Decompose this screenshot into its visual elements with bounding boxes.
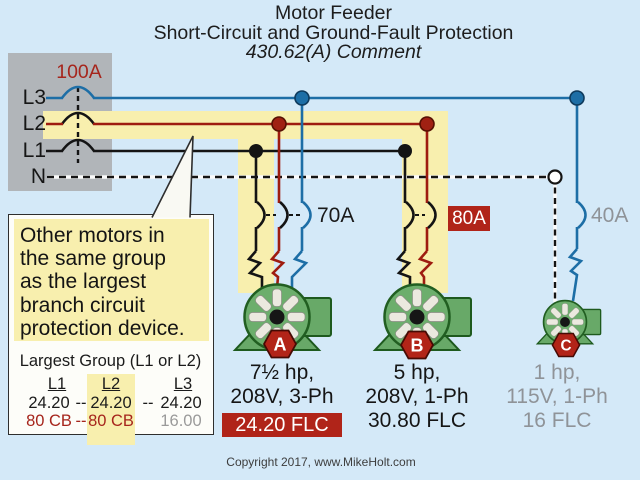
bus-label-l3: L3 (22, 86, 46, 109)
table-header-l1: L1 (47, 375, 67, 393)
motor-c-badge-label: C (560, 338, 571, 355)
tap-dot-l3-a (294, 90, 310, 106)
motor-a-icon (233, 283, 333, 352)
callout-line-1: Other motors in (20, 224, 165, 247)
branch-c-breaker-rating: 40A (591, 204, 629, 227)
motor-b-spec: 5 hp, 208V, 1-Ph 30.80 FLC (342, 361, 492, 433)
title-line-2: Short-Circuit and Ground-Fault Protectio… (153, 21, 514, 44)
highlight-branch-a (238, 139, 274, 293)
title-block: Motor Feeder Short-Circuit and Ground-Fa… (27, 2, 640, 63)
motor-c-icon (536, 299, 602, 345)
callout-line-3: as the largest (20, 270, 147, 294)
table-title: Largest Group (L1 or L2) (19, 352, 202, 370)
motor-a-flc: 24.20 FLC (222, 413, 342, 437)
table-r1-l1: 24.20 (28, 394, 70, 412)
callout-line-4: branch circuit (20, 293, 145, 317)
table-r1-l2: 24.20 (90, 394, 132, 412)
title-line-3: 430.62(A) Comment (245, 41, 422, 63)
feeder-breaker-rating: 100A (56, 61, 102, 83)
table-r2-l2: 80 CB (88, 412, 134, 430)
highlight-feeder-path (43, 111, 448, 139)
callout-line-2: the same group (20, 247, 166, 271)
motor-c-hp: 1 hp, (533, 361, 581, 384)
copyright-text: Copyright 2017, www.MikeHolt.com (226, 455, 416, 469)
highlight-branch-b (402, 139, 448, 293)
motor-b-icon (373, 283, 473, 352)
callout-pointer (151, 135, 194, 218)
table-l2-highlight (87, 374, 135, 445)
motor-a-badge: A (262, 329, 298, 359)
table-r2-sep1: -- (75, 412, 87, 430)
motor-a-hp: 7½ hp, (249, 361, 315, 384)
branch-b-breaker-rating: 80A (448, 206, 490, 231)
tap-dot-l3-c (569, 90, 585, 106)
table-r1-l3: 24.20 (160, 394, 202, 412)
motor-b-voltage: 208V, 1-Ph (365, 385, 469, 408)
bus-label-l1: L1 (22, 139, 46, 162)
table-r2-l3: 16.00 (160, 412, 202, 430)
motor-c-spec: 1 hp, 115V, 1-Ph 16 FLC (482, 361, 632, 433)
motor-c-voltage: 115V, 1-Ph (506, 385, 608, 408)
motor-c-flc: 16 FLC (522, 409, 592, 432)
table-r2-l1: 80 CB (26, 412, 72, 430)
tap-dot-neutral-c (547, 169, 563, 185)
table-r1-sep2: -- (142, 394, 154, 412)
branch-motor-c (553, 98, 587, 302)
table-header-l3: L3 (173, 375, 193, 393)
motor-b-badge-label: B (411, 336, 424, 356)
branch-a-breaker-rating: 70A (317, 204, 355, 227)
bus-label-l2: L2 (22, 112, 46, 135)
table-header-l2: L2 (101, 375, 121, 393)
motor-b-hp: 5 hp, (393, 361, 441, 384)
motor-a-badge-label: A (274, 335, 287, 355)
title-line-1: Motor Feeder (274, 2, 393, 24)
motor-a-spec: 7½ hp, 208V, 3-Ph (207, 361, 357, 409)
motor-b-flc: 30.80 FLC (367, 409, 467, 432)
callout-line-5: protection device. (20, 316, 185, 340)
motor-b-badge: B (399, 330, 435, 360)
table-r1-sep1: -- (75, 394, 87, 412)
callout-note: Other motors in the same group as the la… (14, 219, 209, 341)
bus-label-n: N (30, 165, 46, 188)
motor-a-voltage: 208V, 3-Ph (230, 385, 334, 408)
motor-c-badge: C (551, 332, 581, 358)
callout-box: Other motors in the same group as the la… (8, 214, 214, 445)
